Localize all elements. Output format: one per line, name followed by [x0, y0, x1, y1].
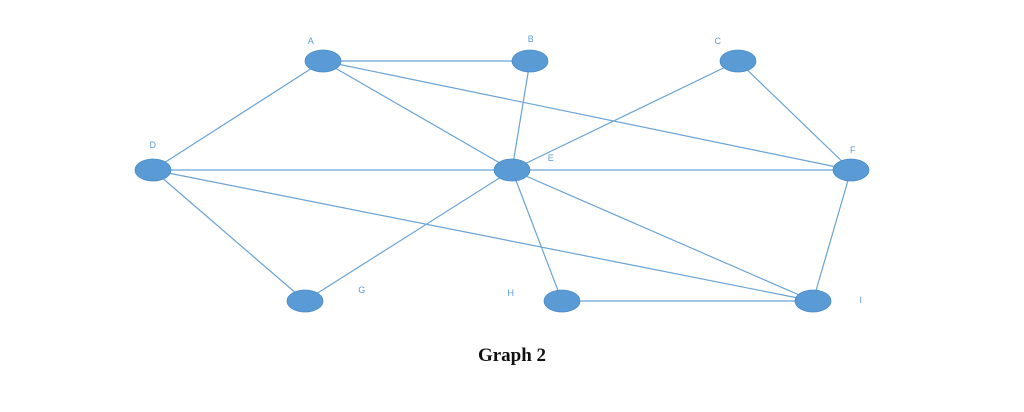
node-label-c: C: [715, 36, 722, 46]
node-e: [493, 158, 531, 182]
node-label-b: B: [528, 34, 535, 44]
node-label-e: E: [548, 153, 555, 163]
node-label-d: D: [150, 140, 157, 150]
node-label-h: H: [508, 288, 515, 298]
edge-d-g: [152, 169, 306, 302]
edge-c-f: [737, 60, 852, 171]
edge-e-g: [304, 169, 513, 302]
node-label-f: F: [850, 145, 856, 155]
edge-e-h: [511, 169, 563, 302]
nodes-layer: [134, 49, 870, 313]
node-label-g: G: [358, 285, 366, 295]
edge-a-d: [152, 60, 324, 171]
node-i: [794, 289, 832, 313]
edge-f-i: [812, 169, 852, 302]
edge-d-i: [152, 169, 814, 302]
node-label-i: I: [859, 295, 862, 305]
edge-e-i: [511, 169, 814, 302]
edge-b-e: [511, 60, 531, 171]
node-h: [543, 289, 581, 313]
edge-c-e: [511, 60, 739, 171]
edge-a-f: [322, 60, 852, 171]
edges-layer: [152, 60, 852, 302]
graph-caption: Graph 2: [477, 345, 547, 366]
node-b: [511, 49, 549, 73]
node-f: [832, 158, 870, 182]
node-a: [304, 49, 342, 73]
node-label-a: A: [308, 36, 315, 46]
node-c: [719, 49, 757, 73]
node-g: [286, 289, 324, 313]
labels-layer: A B C D E F G H I: [150, 34, 863, 305]
node-d: [134, 158, 172, 182]
edge-a-e: [322, 60, 513, 171]
